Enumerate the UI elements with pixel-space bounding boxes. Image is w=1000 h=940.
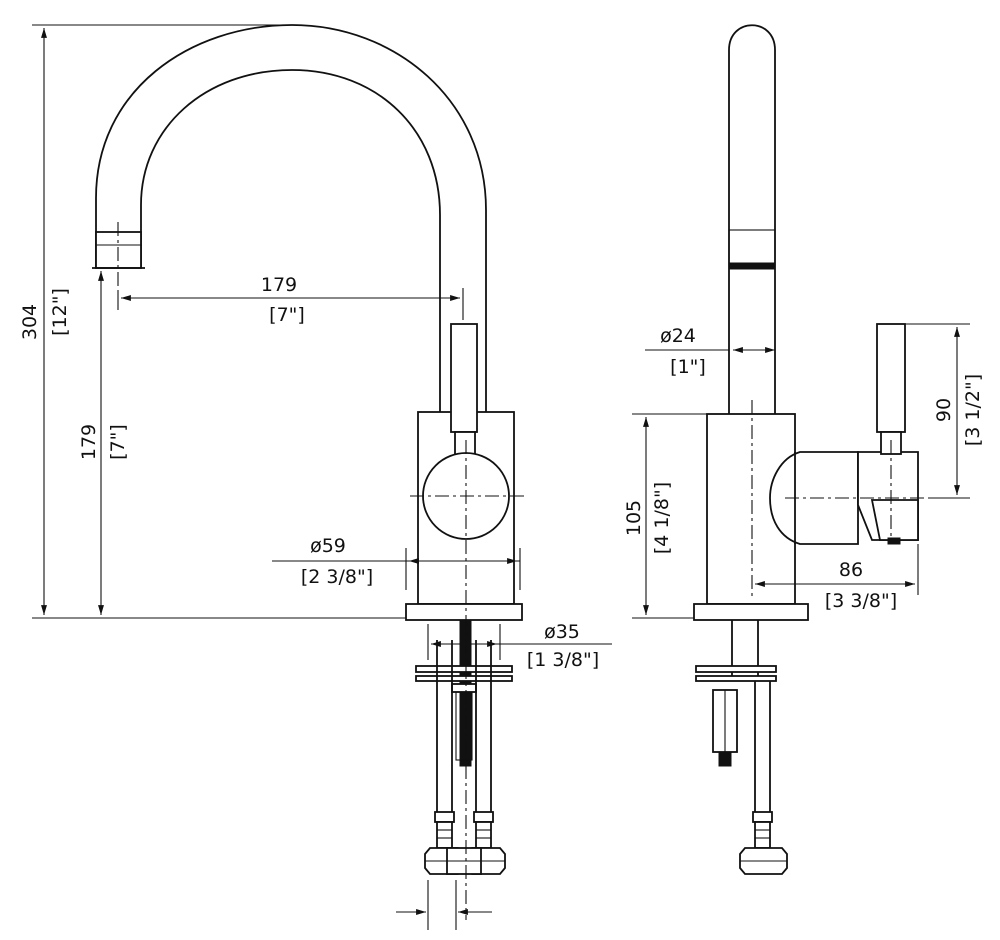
dim-aerator-height-inch: [7"] bbox=[107, 424, 129, 460]
side-view bbox=[693, 24, 928, 875]
front-lock-washer bbox=[415, 665, 513, 673]
side-base-flange bbox=[693, 603, 809, 621]
dim-total-height-mm: 304 bbox=[19, 304, 41, 340]
front-view bbox=[92, 24, 524, 920]
dim-spout-diameter-inch: [1"] bbox=[670, 356, 706, 378]
dim-shank-diameter-inch: [1 3/8"] bbox=[527, 649, 599, 671]
dim-total-height-inch: [12"] bbox=[49, 288, 71, 336]
side-handle-lever bbox=[876, 323, 906, 433]
dim-handle-height: 90 [3 1/2"] bbox=[905, 323, 984, 499]
dim-handle-height-mm: 90 bbox=[933, 398, 955, 422]
dim-handle-projection-inch: [3 3/8"] bbox=[825, 590, 897, 612]
dim-shank-diameter: ø35 [1 3/8"] bbox=[431, 621, 612, 671]
dim-handle-projection: 86 [3 3/8"] bbox=[755, 544, 919, 612]
dim-spout-reach-inch: [7"] bbox=[269, 304, 305, 326]
front-spout-outer bbox=[95, 24, 487, 412]
dim-aerator-height: 179 [7"] bbox=[78, 271, 129, 615]
dim-shank-diameter-mm: ø35 bbox=[544, 621, 580, 643]
front-base-flange bbox=[405, 603, 523, 621]
front-hex-nuts bbox=[424, 847, 506, 875]
dim-handle-projection-mm: 86 bbox=[839, 559, 863, 581]
dim-body-diameter-mm: ø59 bbox=[310, 535, 346, 557]
dim-body-height: 105 [4 1/8"] bbox=[623, 413, 707, 619]
front-handle-lever bbox=[450, 323, 478, 433]
dim-body-diameter-inch: [2 3/8"] bbox=[301, 566, 373, 588]
front-supply-hoses bbox=[434, 640, 494, 849]
dim-hose-spacing bbox=[396, 880, 492, 930]
front-spout-inner bbox=[140, 69, 441, 412]
dim-total-height: 304 [12"] bbox=[19, 24, 406, 619]
side-lock-washer bbox=[695, 665, 777, 673]
dim-body-height-mm: 105 bbox=[623, 500, 645, 536]
dim-spout-reach-mm: 179 bbox=[261, 274, 297, 296]
dim-spout-reach: 179 [7"] bbox=[117, 274, 464, 326]
dim-body-diameter: ø59 [2 3/8"] bbox=[272, 535, 521, 590]
dim-spout-diameter-mm: ø24 bbox=[660, 325, 696, 347]
side-spout-tube bbox=[728, 24, 776, 414]
dim-spout-diameter: ø24 [1"] bbox=[645, 325, 775, 378]
side-aerator-ring bbox=[728, 229, 776, 268]
dim-handle-height-inch: [3 1/2"] bbox=[962, 374, 984, 446]
dim-aerator-height-mm: 179 bbox=[78, 424, 100, 460]
dim-body-height-inch: [4 1/8"] bbox=[651, 482, 673, 554]
